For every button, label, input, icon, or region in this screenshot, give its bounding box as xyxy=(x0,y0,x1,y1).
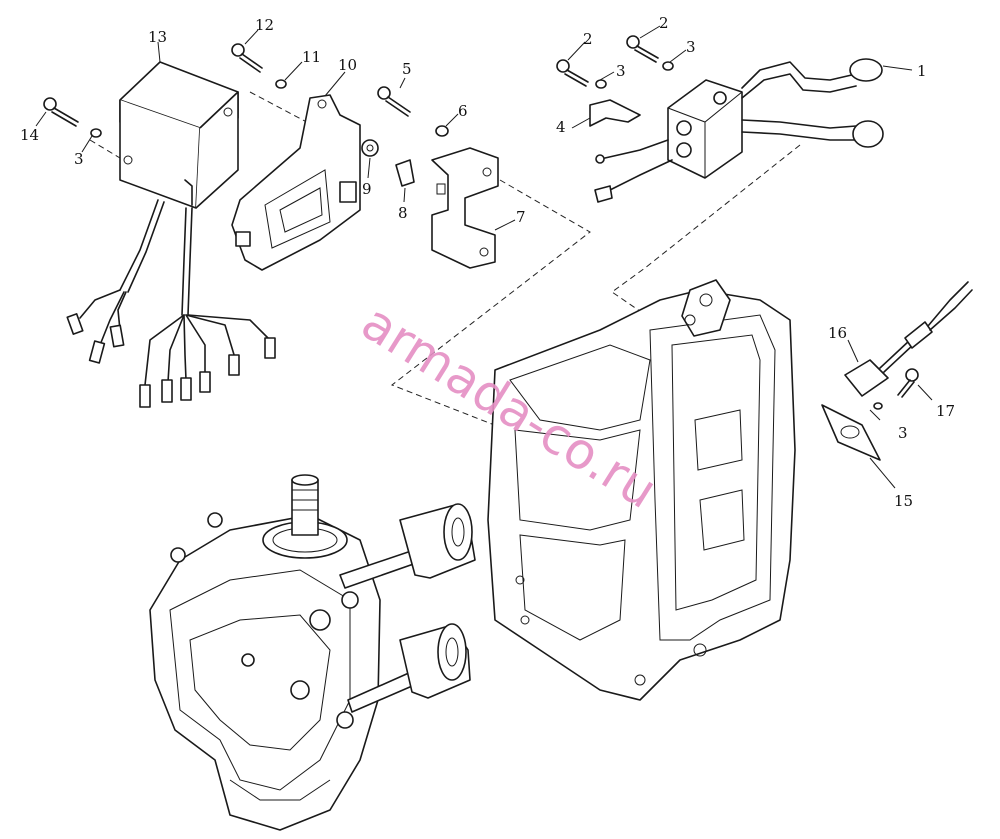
callout-numbers: 1 2 2 3 3 3 3 4 5 6 7 8 9 10 11 12 13 14… xyxy=(20,14,955,510)
cdi-mounting-plate xyxy=(231,94,361,271)
callout-3d: 3 xyxy=(898,424,908,442)
callout-14: 14 xyxy=(20,126,39,144)
fasteners-left xyxy=(43,43,449,187)
cylinder-block xyxy=(487,279,796,701)
fasteners-right-top xyxy=(556,35,674,89)
leader-lines xyxy=(35,25,933,489)
bracket xyxy=(431,147,499,269)
cdi-unit xyxy=(66,61,276,408)
callout-6: 6 xyxy=(458,102,468,120)
callout-10: 10 xyxy=(338,56,357,74)
callout-2b: 2 xyxy=(659,14,669,32)
callout-1: 1 xyxy=(917,62,927,80)
callout-9: 9 xyxy=(362,180,372,198)
callout-4: 4 xyxy=(556,118,566,136)
callout-7: 7 xyxy=(516,208,526,226)
callout-3b: 3 xyxy=(686,38,696,56)
callout-2a: 2 xyxy=(583,30,593,48)
callout-17: 17 xyxy=(936,402,955,420)
crankcase-assembly xyxy=(149,474,476,831)
ignition-coil xyxy=(589,58,884,203)
callout-8: 8 xyxy=(398,204,408,222)
sensor-assembly xyxy=(821,281,973,461)
callout-3a: 3 xyxy=(616,62,626,80)
callout-15: 15 xyxy=(894,492,913,510)
callout-12: 12 xyxy=(255,16,274,34)
callout-16: 16 xyxy=(828,324,847,342)
callout-11: 11 xyxy=(302,48,321,66)
callout-3c: 3 xyxy=(74,150,84,168)
callout-13: 13 xyxy=(148,28,167,46)
callout-5: 5 xyxy=(402,60,412,78)
